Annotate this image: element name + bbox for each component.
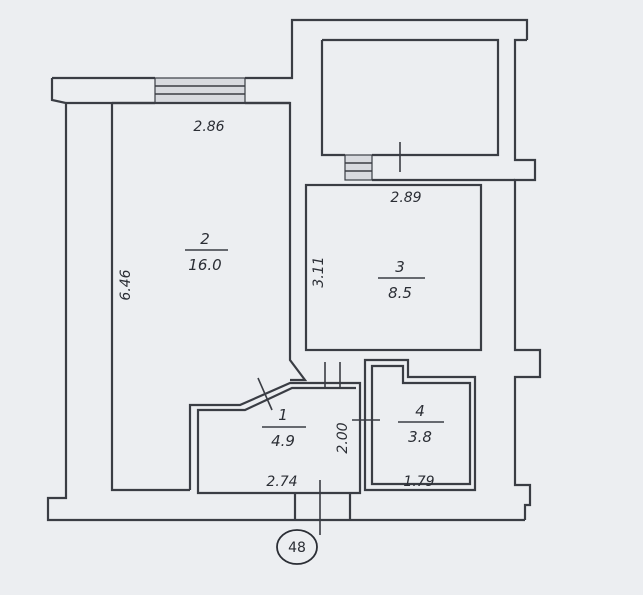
dim-room-1-width: 2.74 [266,474,297,490]
room-3-label: 3 8.5 [378,258,425,302]
window-room-3 [344,154,373,181]
room-1-number: 1 [278,406,288,424]
window-room-2 [154,77,246,104]
apartment-marker: 48 [276,529,318,565]
room-3-number: 3 [395,258,405,276]
room-4-area: 3.8 [408,428,432,446]
room-4-number: 4 [415,402,425,420]
dim-room-3-length: 3.11 [311,256,327,287]
dim-room-2-length: 6.46 [118,269,134,300]
room-1-area: 4.9 [271,432,295,450]
room-2-label: 2 16.0 [185,230,228,274]
room-2-area: 16.0 [188,256,221,274]
dim-room-4-width: 1.79 [403,474,434,490]
room-3-area: 8.5 [388,284,412,302]
apartment-number: 48 [288,540,306,556]
room-4-label: 4 3.8 [398,402,444,446]
room-2-number: 2 [200,230,210,248]
outer-walls [46,18,542,522]
dim-room-1-depth: 2.00 [335,422,351,453]
room-1-label: 1 4.9 [262,406,306,450]
interior-walls [112,101,515,535]
dim-room-3-width: 2.89 [390,190,421,206]
dim-room-2-width: 2.86 [193,119,224,135]
